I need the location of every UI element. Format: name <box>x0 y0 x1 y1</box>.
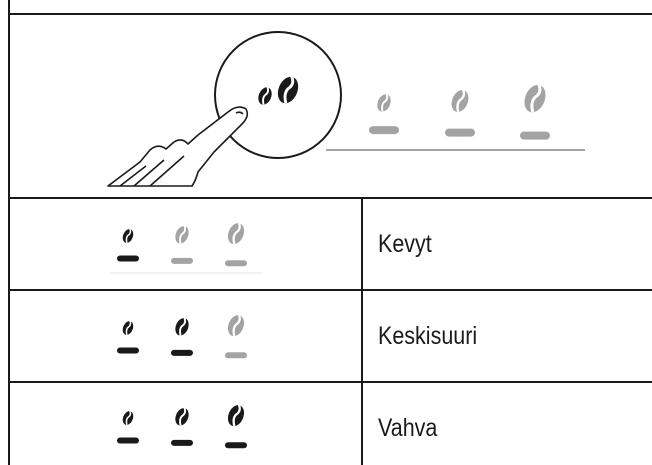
indicator-bar <box>520 131 550 140</box>
indicator-bar <box>171 257 193 264</box>
diagram-frame <box>8 0 652 465</box>
indicator-bar <box>117 437 139 444</box>
indicator-bar <box>171 349 193 356</box>
top-strength-indicator <box>445 86 475 137</box>
indicator-bar <box>225 352 247 359</box>
row-bean-indicator <box>117 318 139 354</box>
top-strength-indicator <box>519 80 551 140</box>
row-bean-indicator <box>223 219 249 267</box>
pointing-hand-icon <box>107 106 249 187</box>
row-bean-indicator <box>171 405 193 446</box>
strength-label-light: Kevyt <box>378 230 432 258</box>
indicator-bar <box>225 442 247 449</box>
indicator-bar <box>225 260 247 267</box>
indicator-bar <box>445 128 475 137</box>
top-panel <box>107 31 585 187</box>
row-bean-indicator <box>171 315 193 356</box>
strength-label-strong: Vahva <box>378 414 438 442</box>
row-bean-indicator <box>117 226 139 262</box>
row-bean-indicator <box>171 223 193 264</box>
indicator-bar <box>369 126 399 135</box>
row-bean-indicator <box>117 408 139 444</box>
indicator-bar <box>117 255 139 262</box>
strength-label-medium: Keskisuuri <box>378 322 478 350</box>
row-bean-indicator <box>223 311 249 359</box>
indicator-strip <box>326 80 585 151</box>
indicator-bar <box>117 347 139 354</box>
top-strength-indicator <box>369 91 399 135</box>
strength-indicators <box>117 219 249 449</box>
indicator-bar <box>171 439 193 446</box>
row-bean-indicator <box>223 401 249 449</box>
